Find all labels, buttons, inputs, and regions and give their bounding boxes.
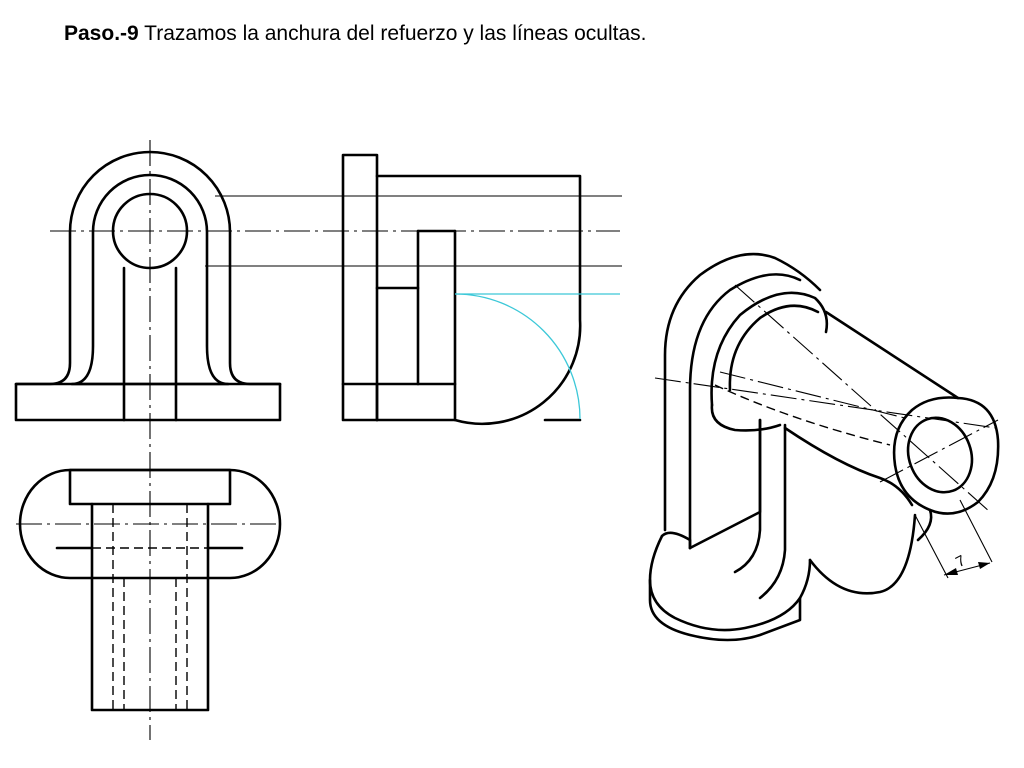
front-view bbox=[14, 140, 622, 740]
iso-back-outer bbox=[663, 252, 822, 532]
iso-rib-end-edge bbox=[916, 508, 933, 542]
iso-bore bbox=[906, 416, 974, 494]
iso-base-lower bbox=[648, 578, 802, 642]
page-title: Paso.-9 Trazamos la anchura del refuerzo… bbox=[64, 22, 646, 46]
step-description: Trazamos la anchura del refuerzo y las l… bbox=[144, 22, 647, 45]
iso-hidden-arc bbox=[714, 384, 891, 446]
iso-base-front bbox=[648, 534, 812, 632]
front-outline bbox=[14, 150, 282, 422]
top-back-plate bbox=[68, 468, 232, 506]
iso-front-ring-outer bbox=[710, 291, 829, 407]
top-rounded-base bbox=[18, 468, 282, 580]
side-back-plate bbox=[341, 153, 379, 422]
front-bore bbox=[111, 192, 189, 270]
dim-arrow-right bbox=[978, 562, 990, 569]
top-view bbox=[16, 468, 282, 712]
iso-cylinder-top-edge bbox=[824, 310, 960, 400]
side-cylinder-outline bbox=[375, 174, 582, 426]
iso-axis-c bbox=[719, 371, 906, 419]
iso-back-face-edge bbox=[688, 418, 762, 550]
iso-ring-lower bbox=[710, 403, 782, 432]
dim-arrow-left bbox=[944, 568, 958, 575]
iso-axis-a bbox=[654, 377, 997, 429]
iso-rib-left bbox=[733, 418, 762, 574]
iso-rib-right bbox=[758, 423, 787, 600]
side-view bbox=[341, 153, 620, 426]
iso-axis-b bbox=[734, 284, 991, 513]
step-label: Paso.-9 bbox=[64, 22, 139, 45]
iso-axis-d bbox=[879, 419, 999, 483]
iso-front-ring-inner bbox=[728, 304, 820, 392]
dimension-value: 7 bbox=[953, 552, 968, 571]
iso-back-inner bbox=[688, 273, 802, 550]
isometric-view: 7 bbox=[648, 252, 1000, 642]
top-cylinder bbox=[90, 502, 210, 712]
construction-arc bbox=[454, 293, 581, 420]
iso-base-corner bbox=[660, 531, 692, 550]
iso-rib-underside bbox=[808, 513, 917, 595]
dim-extension-left bbox=[914, 514, 949, 579]
iso-rib-top bbox=[783, 426, 914, 507]
dim-extension-right bbox=[959, 499, 993, 563]
